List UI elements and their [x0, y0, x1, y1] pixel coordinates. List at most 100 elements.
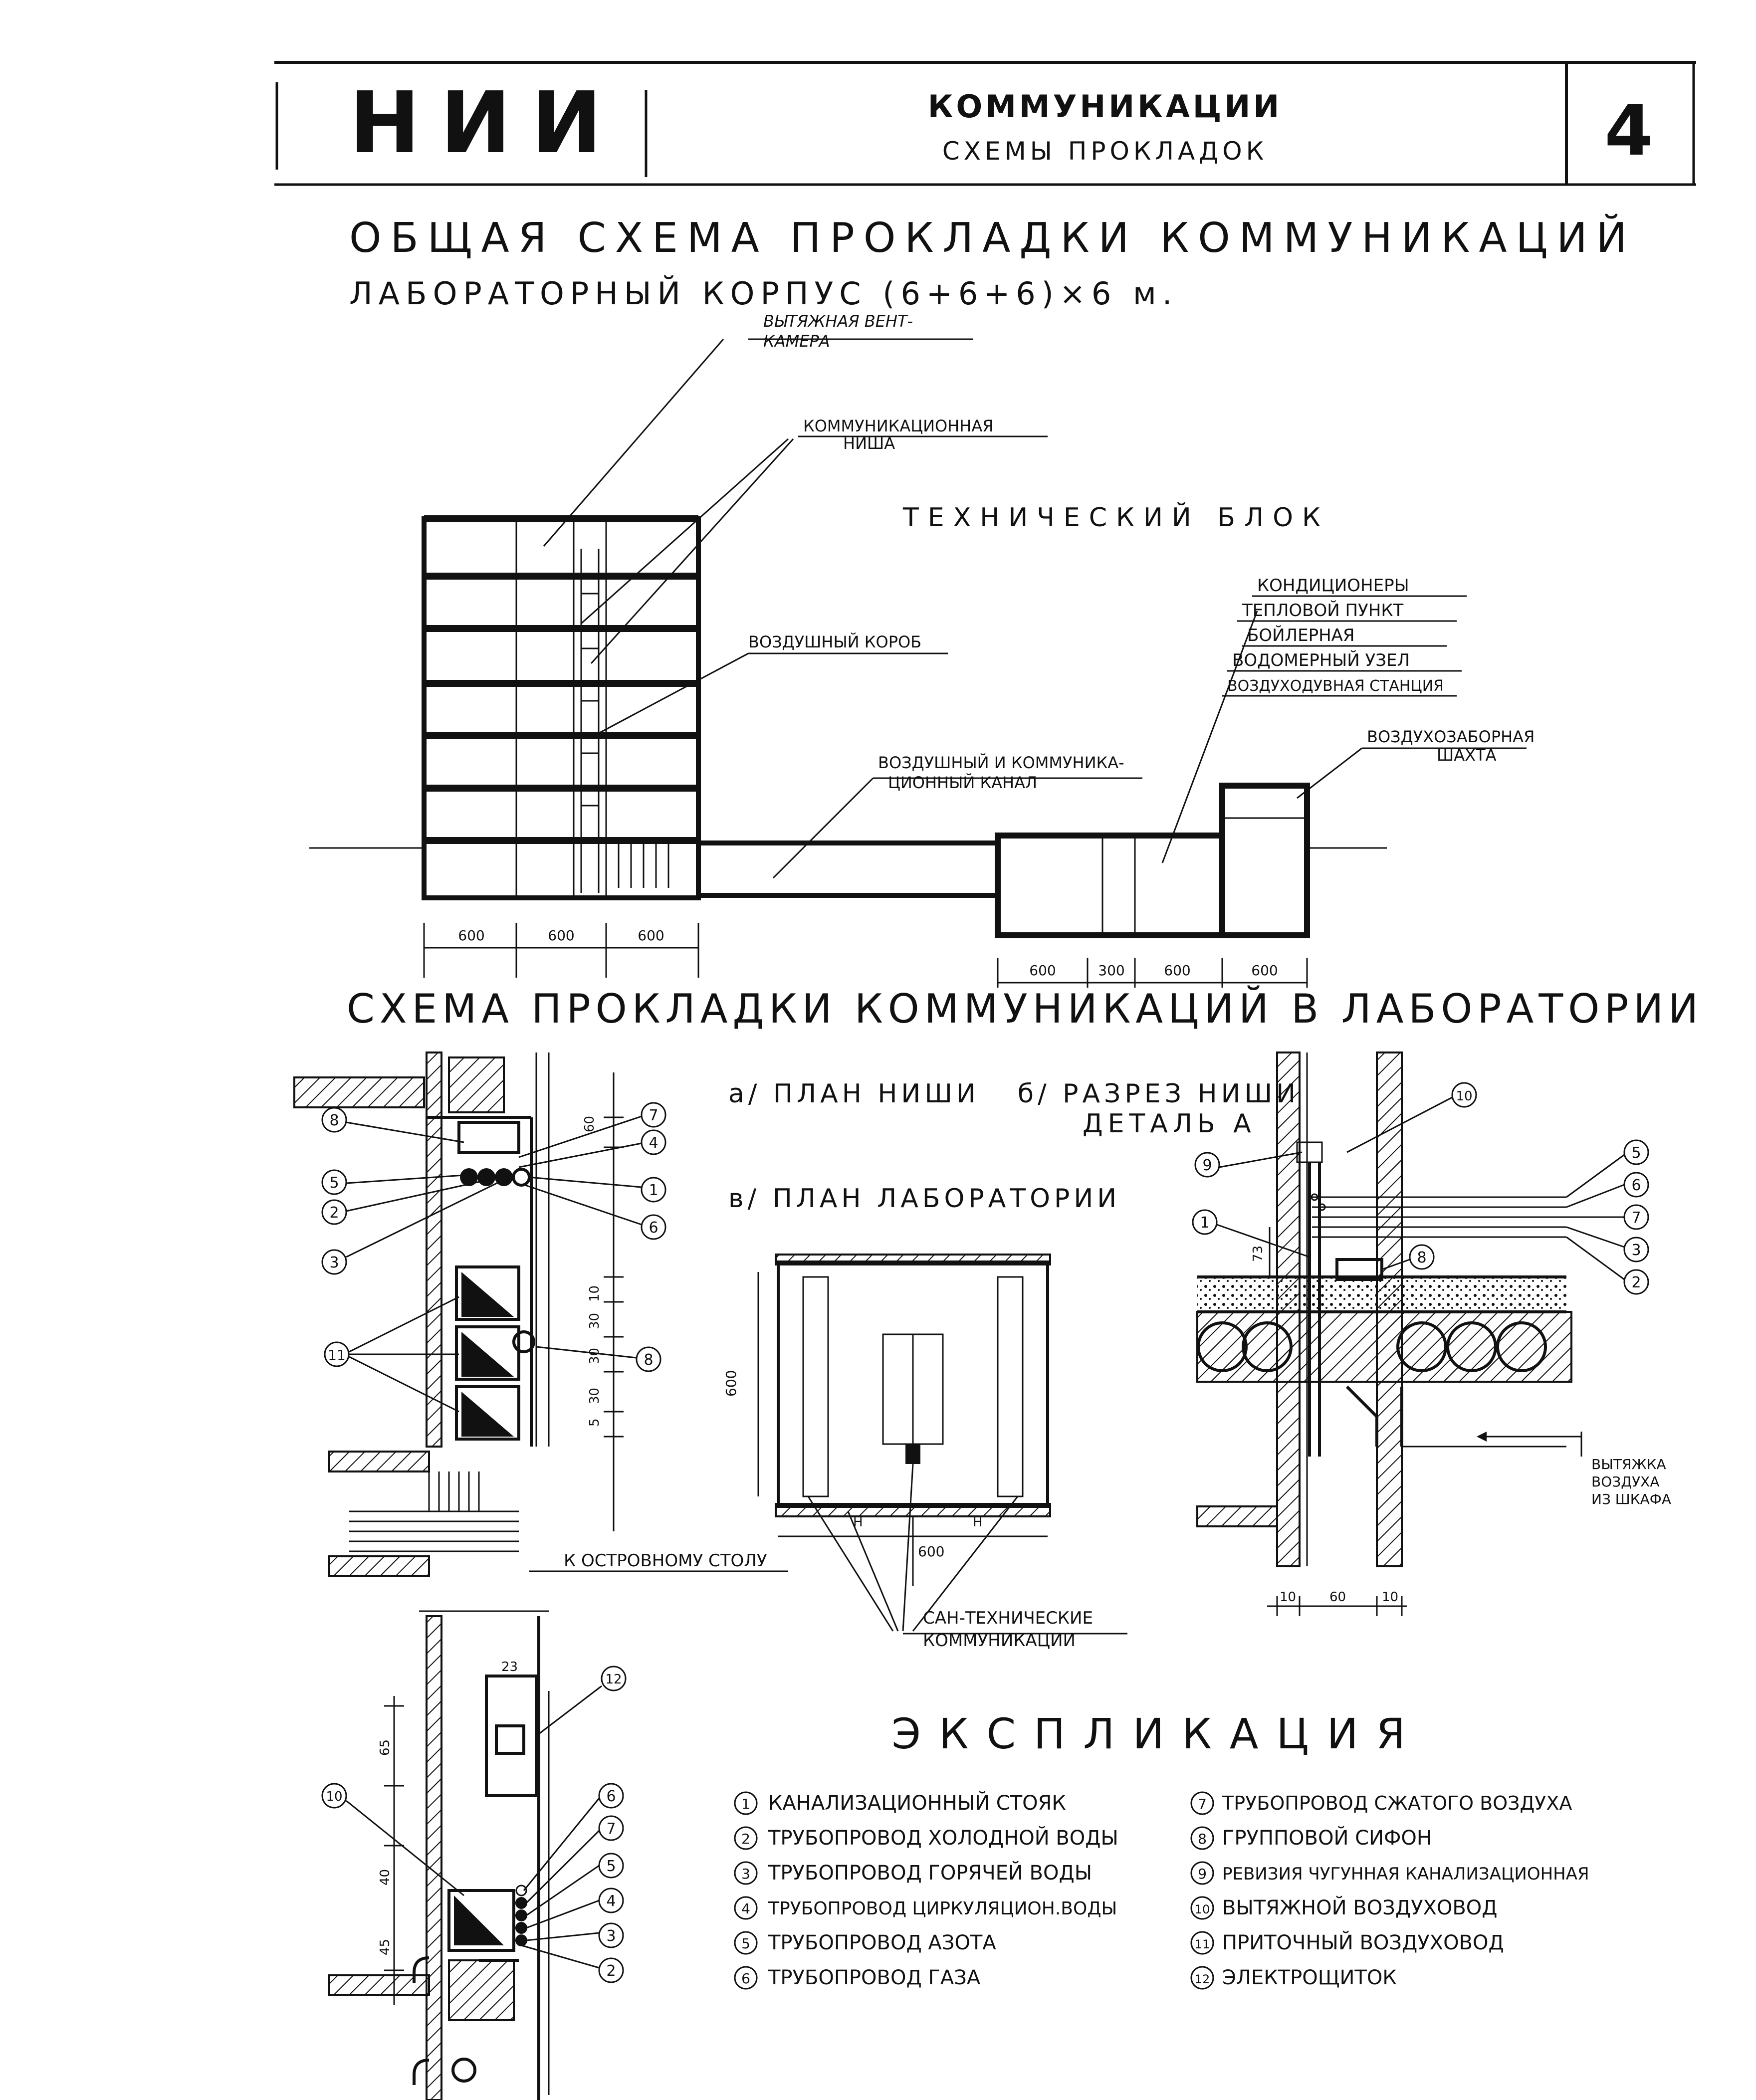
niche-section: [1196, 1051, 1582, 1616]
dim-bldg-3: 600: [638, 927, 664, 944]
callout-2b: 2: [1631, 1274, 1641, 1291]
niche-dim-10: 10: [587, 1285, 602, 1302]
section1-subtitle: ЛАБОРАТОРНЫЙ КОРПУС (6+6+6)×6 м.: [349, 275, 1178, 312]
tech-item: КОНДИЦИОНЕРЫ: [1257, 576, 1409, 596]
expl-item: ТРУБОПРОВОД ГАЗА: [768, 1966, 981, 1989]
label-intake-2: ШАХТА: [1437, 746, 1497, 765]
expl-num: 2: [741, 1831, 750, 1847]
section-callouts: 10 9 1 8 5 6 7 3 2: [1192, 1082, 1649, 1295]
niche-callouts: 8 5 2 3 11 7 4 1 6 8: [321, 1102, 666, 1413]
tech-item: ВОЗДУХОДУВНАЯ СТАНЦИЯ: [1227, 677, 1444, 695]
to-island-table-label: К ОСТРОВНОМУ СТОЛУ: [564, 1551, 767, 1571]
callout-3c: 3: [606, 1927, 616, 1945]
expl-item: КАНАЛИЗАЦИОННЫЙ СТОЯК: [768, 1791, 1066, 1815]
section-dim-73: 73: [1251, 1246, 1266, 1262]
tech-item: ТЕПЛОВОЙ ПУНКТ: [1242, 600, 1403, 621]
explication-title: ЭКСПЛИКАЦИЯ: [891, 1709, 1423, 1758]
view-b-label-1: б/ РАЗРЕЗ НИШИ: [1018, 1079, 1300, 1109]
explication-col-1: 1 КАНАЛИЗАЦИОННЫЙ СТОЯК 2 ТРУБОПРОВОД ХО…: [734, 1791, 1118, 1990]
section2-title: СХЕМА ПРОКЛАДКИ КОММУНИКАЦИЙ В ЛАБОРАТОР…: [347, 985, 1703, 1032]
expl-num: 12: [1195, 1972, 1210, 1986]
org-name: НИИ: [349, 74, 622, 173]
expl-num: 4: [741, 1900, 750, 1917]
callout-7b: 7: [1631, 1209, 1641, 1227]
label-air-duct: ВОЗДУШНЫЙ КОРОБ: [748, 632, 921, 651]
expl-item: ТРУБОПРОВОД ГОРЯЧЕЙ ВОДЫ: [768, 1861, 1092, 1885]
callout-8c: 8: [1417, 1249, 1426, 1266]
callout-5: 5: [329, 1174, 339, 1192]
expl-item: ЭЛЕКТРОЩИТОК: [1222, 1966, 1397, 1989]
callout-8: 8: [329, 1112, 339, 1129]
lab-h-mark-right: Н: [973, 1515, 983, 1530]
label-channel-2: ЦИОННЫЙ КАНАЛ: [888, 773, 1037, 792]
niche-plan: [293, 1051, 788, 1577]
expl-item: ТРУБОПРОВОД ХОЛОДНОЙ ВОДЫ: [768, 1826, 1118, 1850]
callout-6: 6: [649, 1219, 658, 1237]
expl-item: ГРУППОВОЙ СИФОН: [1222, 1826, 1432, 1850]
callout-10: 10: [1456, 1089, 1472, 1104]
sheet-number: 4: [1604, 90, 1653, 172]
tech-block-label: ТЕХНИЧЕСКИЙ БЛОК: [902, 502, 1329, 533]
niche-dim-30c: 30: [587, 1388, 602, 1404]
dim-tech-4: 600: [1251, 962, 1278, 979]
expl-num: 1: [741, 1796, 750, 1812]
niche-dim-5: 5: [587, 1418, 602, 1427]
lower-dim-23: 23: [501, 1660, 518, 1675]
expl-num: 7: [1198, 1796, 1207, 1812]
san-comm-label-2: КОММУНИКАЦИИ: [923, 1631, 1076, 1651]
lower-dim-45: 45: [378, 1939, 393, 1955]
callout-11: 11: [328, 1347, 346, 1363]
callout-7: 7: [649, 1107, 658, 1124]
expl-num: 8: [1198, 1831, 1207, 1847]
tech-item: БОЙЛЕРНАЯ: [1247, 625, 1355, 645]
callout-10b: 10: [326, 1789, 342, 1804]
explication-col-2: 7 ТРУБОПРОВОД СЖАТОГО ВОЗДУХА 8 ГРУППОВО…: [1190, 1791, 1589, 1990]
title-block: НИИ КОММУНИКАЦИИ СХЕМЫ ПРОКЛАДОК 4: [274, 61, 1696, 186]
san-comm-label-1: САН-ТЕХНИЧЕСКИЕ: [923, 1608, 1093, 1628]
header-title: КОММУНИКАЦИИ: [928, 88, 1282, 125]
dim-bldg-1: 600: [458, 927, 484, 944]
callout-12: 12: [605, 1672, 622, 1687]
header-subtitle: СХЕМЫ ПРОКЛАДОК: [942, 137, 1268, 166]
callout-6b: 6: [1631, 1177, 1641, 1194]
lower-niche-detail: [328, 1610, 550, 2100]
view-c-label: в/ ПЛАН ЛАБОРАТОРИИ: [728, 1184, 1120, 1214]
niche-dim-30b: 30: [587, 1348, 602, 1364]
label-vent-chamber-1: ВЫТЯЖНАЯ ВЕНТ-: [763, 312, 913, 331]
expl-item: ТРУБОПРОВОД АЗОТА: [768, 1931, 996, 1954]
lower-dim-40: 40: [378, 1869, 393, 1886]
section-dim-10a: 10: [1280, 1590, 1296, 1605]
lab-h-mark-left: Н: [853, 1515, 863, 1530]
label-intake-1: ВОЗДУХОЗАБОРНАЯ: [1367, 727, 1535, 746]
expl-num: 9: [1198, 1866, 1207, 1882]
callout-2c: 2: [606, 1962, 616, 1980]
section-dim-60: 60: [1329, 1590, 1346, 1605]
expl-num: 11: [1195, 1937, 1210, 1951]
tech-item: ВОДОМЕРНЫЙ УЗЕЛ: [1232, 650, 1410, 670]
callout-2: 2: [329, 1204, 339, 1222]
building-section: [309, 338, 1527, 988]
callout-3b: 3: [1631, 1242, 1641, 1259]
view-a-label: а/ ПЛАН НИШИ: [728, 1079, 980, 1109]
callout-1: 1: [649, 1182, 658, 1199]
label-niche-2: НИША: [843, 434, 895, 453]
expl-item: ПРИТОЧНЫЙ ВОЗДУХОВОД: [1222, 1930, 1504, 1954]
section-dim-10b: 10: [1382, 1590, 1398, 1605]
lab-plan: [757, 1254, 1127, 1635]
callout-5b: 5: [1631, 1144, 1641, 1162]
expl-item: РЕВИЗИЯ ЧУГУННАЯ КАНАЛИЗАЦИОННАЯ: [1222, 1864, 1589, 1884]
view-b-label-2: ДЕТАЛЬ А: [1083, 1109, 1256, 1139]
dim-tech-2: 300: [1098, 962, 1124, 979]
dim-tech-3: 600: [1164, 962, 1190, 979]
expl-num: 6: [741, 1970, 750, 1987]
lower-dim-65: 65: [378, 1739, 393, 1756]
dim-bldg-2: 600: [548, 927, 574, 944]
lab-dim-height: 600: [723, 1370, 739, 1397]
label-channel-1: ВОЗДУШНЫЙ И КОММУНИКА-: [878, 753, 1124, 772]
label-niche-1: КОММУНИКАЦИОННАЯ: [803, 417, 993, 435]
exhaust-label-3: ИЗ ШКАФА: [1591, 1491, 1671, 1507]
lower-callouts: 12 10 6 7 5 4 3 2: [321, 1666, 627, 1983]
exhaust-label-2: ВОЗДУХА: [1591, 1473, 1659, 1490]
callout-3: 3: [329, 1254, 339, 1271]
